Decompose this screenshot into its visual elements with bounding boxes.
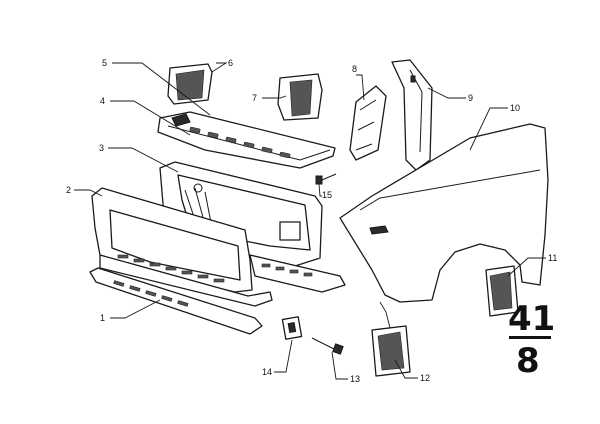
bolt-15 (315, 173, 337, 185)
callout-9: 9 (468, 93, 473, 103)
page-number-bottom: 8 (516, 341, 540, 381)
bracket-part (349, 85, 387, 161)
page-number-divider (509, 336, 551, 339)
seal-detail-7 (277, 73, 323, 121)
clip-14 (281, 316, 303, 340)
callout-7: 7 (252, 93, 257, 103)
callout-labels: 1 2 3 4 5 6 7 8 9 10 11 12 13 14 15 (66, 58, 557, 384)
callout-12: 12 (420, 373, 430, 383)
callout-5: 5 (102, 58, 107, 68)
upper-panel-part (157, 111, 336, 169)
seal-detail-12 (371, 325, 411, 377)
callout-3: 3 (99, 143, 104, 153)
callout-14: 14 (262, 367, 272, 377)
callout-11: 11 (548, 253, 557, 263)
spoiler-part (89, 267, 263, 335)
callout-1: 1 (100, 313, 105, 323)
callout-10: 10 (510, 103, 520, 113)
callout-4: 4 (100, 96, 105, 106)
seal-detail-6 (167, 63, 213, 105)
pillar-part (391, 59, 433, 171)
bumper-part (249, 254, 346, 293)
callout-2: 2 (66, 185, 71, 195)
callout-8: 8 (352, 64, 357, 74)
seal-detail-11 (485, 265, 519, 317)
page-number: 41 8 (508, 299, 555, 381)
screw-13 (311, 337, 344, 355)
leader-lines (74, 62, 546, 380)
callout-6: 6 (228, 58, 233, 68)
page-number-top: 41 (508, 299, 555, 339)
front-frame-part (91, 187, 273, 307)
callout-13: 13 (350, 374, 360, 384)
callout-15: 15 (322, 190, 332, 200)
